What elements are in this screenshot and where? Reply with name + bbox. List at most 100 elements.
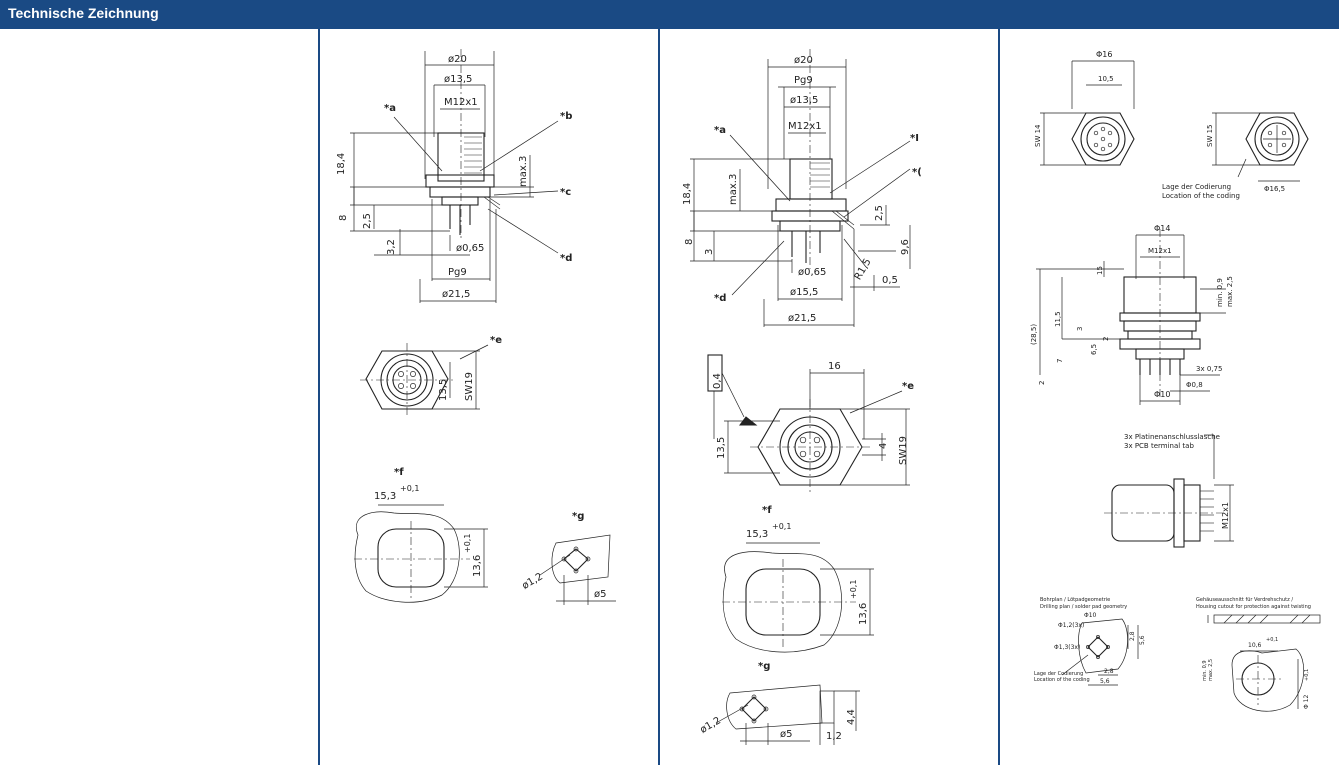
pads-g: *g ø1,2 ø5 bbox=[520, 511, 616, 605]
label-e: *e bbox=[902, 381, 914, 392]
drill-d13: Φ1,3(3x) bbox=[1054, 644, 1080, 651]
dim-sw19: SW19 bbox=[464, 372, 475, 401]
drawing-panel-1: ø20 ø13,5 M12x1 18,4 8 2,5 bbox=[320, 29, 658, 765]
label-c: *c bbox=[560, 187, 571, 198]
coding-label-de: Lage der Codierung bbox=[1162, 183, 1231, 191]
drilling-plan: Bohrplan / Lötpadgeometrie Drilling plan… bbox=[1034, 597, 1146, 686]
dim-d20: ø20 bbox=[448, 54, 467, 65]
dim-d13-5: ø13,5 bbox=[790, 95, 818, 106]
dim-d21-5: ø21,5 bbox=[788, 313, 816, 324]
dim-m12: M12x1 bbox=[788, 121, 822, 132]
label-a: *a bbox=[714, 125, 726, 136]
dim-sw15: SW 15 bbox=[1206, 125, 1214, 148]
dim-13-6: 13,6 bbox=[472, 555, 483, 577]
dim-d0-8: Φ0,8 bbox=[1186, 381, 1203, 389]
dim-15-3-tol: +0,1 bbox=[772, 522, 791, 531]
dim-0-4: 0,4 bbox=[712, 373, 723, 389]
connector-views: Φ16 10,5 SW 14 SW 15 Φ16,5 Lag bbox=[1034, 50, 1309, 200]
drill-d12: Φ1,2(3x) bbox=[1058, 622, 1084, 629]
dim-pg9: Pg9 bbox=[794, 75, 813, 86]
label-f: *f bbox=[762, 505, 772, 516]
label-e: *e bbox=[490, 335, 502, 346]
dim-13-5-front: 13,5 bbox=[438, 379, 449, 401]
dim-16: 16 bbox=[828, 361, 841, 372]
label-c: *( bbox=[912, 167, 922, 178]
housing-10-6: 10,6 bbox=[1248, 642, 1262, 649]
dim-d1-2: ø1,2 bbox=[698, 715, 723, 736]
housing-d12: Φ 12 bbox=[1303, 695, 1310, 709]
front-view: 13,5 SW19 *e bbox=[360, 335, 502, 417]
label-d: *d bbox=[560, 253, 572, 264]
dim-d16-5: Φ16,5 bbox=[1264, 185, 1285, 193]
dim-13-6: 13,6 bbox=[858, 603, 869, 625]
dim-d13-5: ø13,5 bbox=[444, 74, 472, 85]
drill-title-de: Bohrplan / Lötpadgeometrie bbox=[1040, 597, 1110, 603]
side-view: ø20 ø13,5 M12x1 18,4 8 2,5 bbox=[336, 49, 572, 303]
label-f: *f bbox=[394, 467, 404, 478]
dim-13-6-tol: +0,1 bbox=[463, 534, 472, 553]
dim-13-5-front: 13,5 bbox=[716, 437, 727, 459]
dim-m12x1-tab: M12x1 bbox=[1221, 502, 1230, 529]
dim-max3: max.3 bbox=[728, 174, 739, 205]
dim-1-2: 1,2 bbox=[826, 731, 842, 742]
dim-d16: Φ16 bbox=[1096, 50, 1112, 59]
drill-2-8-v: 2,8 bbox=[1129, 631, 1136, 641]
tab-label-de: 3x Platinenanschlusslasche bbox=[1124, 433, 1220, 441]
pads-g: *g ø1,2 ø5 1,2 4,4 bbox=[698, 661, 860, 745]
dim-15-3: 15,3 bbox=[374, 491, 396, 502]
technical-drawing-3: Φ16 10,5 SW 14 SW 15 Φ16,5 Lag bbox=[1030, 50, 1321, 712]
dim-d5: ø5 bbox=[780, 729, 792, 740]
dim-2-b: 2 bbox=[1038, 381, 1046, 385]
dim-4-4: 4,4 bbox=[846, 709, 857, 725]
dim-0-5: 0,5 bbox=[882, 275, 898, 286]
housing-max: max. 2,5 bbox=[1208, 659, 1214, 681]
tab-label-en: 3x PCB terminal tab bbox=[1124, 442, 1194, 450]
dim-15-3: 15,3 bbox=[746, 529, 768, 540]
dim-4: 4 bbox=[878, 443, 889, 449]
dim-sw19: SW19 bbox=[898, 436, 909, 465]
dim-d21-5: ø21,5 bbox=[442, 289, 470, 300]
dim-d14: Φ14 bbox=[1154, 224, 1170, 233]
dim-sw14: SW 14 bbox=[1034, 124, 1042, 147]
cutout-f: *f 15,3 +0,1 13,6 +0,1 bbox=[354, 467, 488, 603]
dim-6-5: 6,5 bbox=[1090, 344, 1098, 355]
column-divider-1 bbox=[318, 29, 320, 765]
column-divider-2 bbox=[658, 29, 660, 765]
dim-3-2: 3,2 bbox=[386, 239, 397, 255]
dim-max3: max.3 bbox=[518, 156, 529, 187]
front-view: 0,4 16 *e 13,5 4 SW19 bbox=[707, 354, 914, 495]
side-view: ø20 Pg9 ø13,5 M12x1 18,4 max.3 8 bbox=[682, 49, 922, 327]
drill-d10: Φ10 bbox=[1084, 612, 1097, 619]
drill-title-en: Drilling plan / solder pad geometry bbox=[1040, 604, 1127, 610]
coding-label-en: Location of the coding bbox=[1162, 192, 1240, 200]
label-d: *d bbox=[714, 293, 726, 304]
housing-title-de: Gehäuseausschnitt für Verdrehschutz / bbox=[1196, 597, 1293, 603]
dim-2-5: 2,5 bbox=[874, 205, 885, 221]
dim-d5: ø5 bbox=[594, 589, 606, 600]
dim-r1-5: R1,5 bbox=[853, 257, 874, 282]
housing-min: min. 0,9 bbox=[1202, 660, 1208, 681]
dim-2-a: 2 bbox=[1102, 337, 1110, 341]
header-bar: Technische Zeichnung bbox=[0, 0, 1339, 29]
dim-8: 8 bbox=[338, 215, 349, 221]
dim-13-6-tol: +0,1 bbox=[849, 580, 858, 599]
page-title: Technische Zeichnung bbox=[8, 5, 159, 21]
dim-d0-65: ø0,65 bbox=[798, 267, 826, 278]
drill-coding-en: Location of the coding bbox=[1034, 677, 1090, 683]
dim-d10: Φ10 bbox=[1154, 390, 1170, 399]
dim-18-4: 18,4 bbox=[682, 183, 693, 205]
dim-15-3-tol: +0,1 bbox=[400, 484, 419, 493]
dim-2-5: 2,5 bbox=[362, 213, 373, 229]
housing-cutout: Gehäuseausschnitt für Verdrehschutz / Ho… bbox=[1196, 597, 1321, 712]
technical-drawing-2: ø20 Pg9 ø13,5 M12x1 18,4 max.3 8 bbox=[682, 49, 922, 745]
technical-drawing-1: ø20 ø13,5 M12x1 18,4 8 2,5 bbox=[336, 49, 616, 605]
dim-3: 3 bbox=[704, 249, 715, 255]
dim-pg9: Pg9 bbox=[448, 267, 467, 278]
label-g: *g bbox=[758, 661, 770, 672]
housing-title-en: Housing cutout for protection against tw… bbox=[1196, 604, 1311, 610]
drawing-panel-2: ø20 Pg9 ø13,5 M12x1 18,4 max.3 8 bbox=[660, 29, 998, 765]
dim-15: 15 bbox=[1096, 266, 1104, 275]
dim-11-5: 11,5 bbox=[1054, 311, 1062, 327]
drawing-panel-3: Φ16 10,5 SW 14 SW 15 Φ16,5 Lag bbox=[1000, 29, 1339, 765]
dim-d0-65: ø0,65 bbox=[456, 243, 484, 254]
